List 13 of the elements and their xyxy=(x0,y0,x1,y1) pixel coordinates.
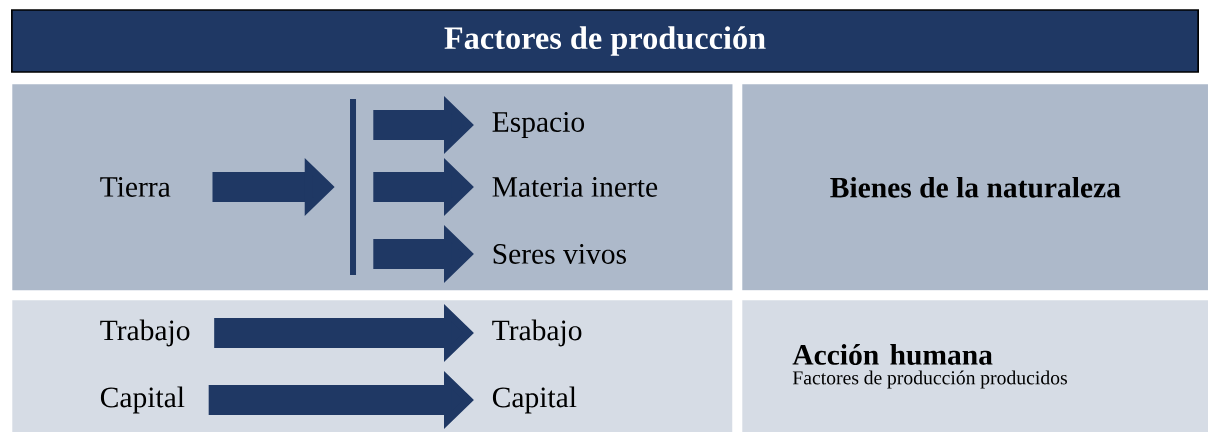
label-text: Tierra xyxy=(100,177,171,197)
title-banner: Factores de producción xyxy=(11,9,1199,73)
label-text: Espacio xyxy=(492,112,585,138)
label-text: Seres vivos xyxy=(493,244,626,264)
panel xyxy=(12,84,733,291)
label-text: Capital xyxy=(100,386,185,414)
label-text: Capital xyxy=(492,386,577,414)
panel: Acción humana Factores de producción producidos xyxy=(742,300,1208,432)
vertical-bar xyxy=(350,98,356,275)
label-text: Materia inerte xyxy=(492,177,658,197)
panel: Bienes de la naturaleza xyxy=(742,84,1208,291)
label-text: Trabajo xyxy=(100,319,190,347)
label-text: Trabajo xyxy=(492,319,582,347)
